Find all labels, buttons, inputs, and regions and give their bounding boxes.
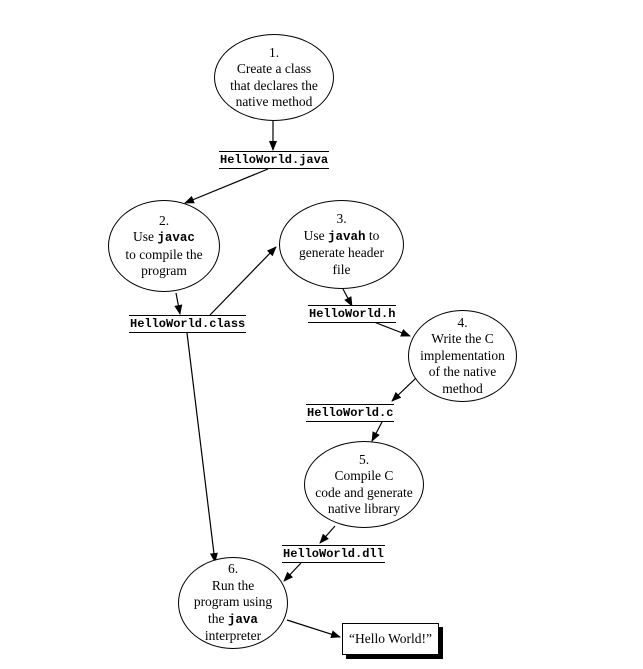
step-5-node: 5. Compile C code and generate native li…	[304, 441, 424, 528]
arrow-c-to-step5	[371, 421, 383, 442]
file-helloworld-dll: HelloWorld.dll	[282, 545, 385, 563]
arrow-java-to-step2	[184, 168, 269, 204]
step-2-line-1: Use javac	[133, 229, 195, 247]
arrow-step6-to-output	[286, 619, 341, 639]
step-4-node: 4. Write the C implementation of the nat…	[408, 310, 517, 402]
step-3-node: 3. Use javah to generate header file	[279, 200, 404, 289]
step-2-javac-code: javac	[157, 231, 195, 245]
step-5-line-3: native library	[327, 501, 401, 516]
arrow-step3-to-h	[342, 288, 353, 307]
arrow-class-to-step6	[186, 332, 218, 563]
step-3-line-1: Use javah to	[304, 228, 380, 246]
step-3-use-text: Use	[303, 227, 328, 243]
step-3-line-3: file	[332, 261, 351, 277]
step-3-to-text: to	[365, 227, 380, 243]
step-1-line-3: native method	[235, 94, 313, 109]
step-4-line-1: Write the C	[431, 331, 494, 347]
step-3-javah-code: javah	[327, 229, 366, 244]
step-6-node: 6. Run the program using the java interp…	[178, 557, 288, 649]
step-5-number: 5.	[358, 451, 370, 467]
step-3-line-2: generate header	[298, 245, 385, 260]
step-4-line-2: implementation	[420, 347, 505, 363]
step-5-line-2: code and generate	[315, 484, 413, 500]
step-1-line-2: that declares the	[230, 77, 318, 93]
arrow-step4-to-c	[391, 377, 417, 402]
step-2-line-2: to compile the	[125, 246, 203, 262]
output-box: “Hello World!”	[342, 623, 439, 655]
step-6-java-code: java	[227, 612, 258, 627]
step-2-number: 2.	[158, 212, 170, 228]
step-6-line-4: interpreter	[204, 628, 262, 644]
step-6-the-text: the	[208, 610, 228, 626]
step-4-number: 4.	[457, 314, 468, 330]
step-1-node: 1. Create a class that declares the nati…	[214, 34, 334, 121]
arrow-class-to-step3	[209, 246, 277, 316]
step-1-number: 1.	[268, 44, 280, 60]
arrow-h-to-step4	[373, 321, 411, 337]
step-4-line-4: method	[442, 380, 483, 396]
step-2-node: 2. Use javac to compile the program	[108, 200, 220, 292]
step-6-line-1: Run the	[211, 577, 255, 593]
output-text: “Hello World!”	[348, 631, 432, 646]
step-3-number: 3.	[336, 211, 347, 226]
arrow-step2-to-class	[174, 292, 183, 315]
step-6-number: 6.	[227, 561, 239, 577]
file-helloworld-java: HelloWorld.java	[219, 151, 330, 169]
file-helloworld-c: HelloWorld.c	[306, 404, 395, 422]
step-1-line-1: Create a class	[236, 61, 312, 76]
step-6-line-3: the java	[208, 611, 258, 629]
step-4-line-3: of the native	[428, 364, 497, 380]
step-6-line-2: program using	[193, 594, 273, 610]
arrow-step5-to-dll	[319, 525, 336, 544]
step-5-line-1: Compile C	[334, 468, 394, 483]
step-2-line-3: program	[141, 263, 187, 278]
file-helloworld-class: HelloWorld.class	[129, 315, 247, 333]
file-helloworld-h: HelloWorld.h	[308, 305, 397, 323]
step-2-use-text: Use	[133, 229, 158, 244]
arrow-dll-to-step6	[283, 562, 302, 582]
